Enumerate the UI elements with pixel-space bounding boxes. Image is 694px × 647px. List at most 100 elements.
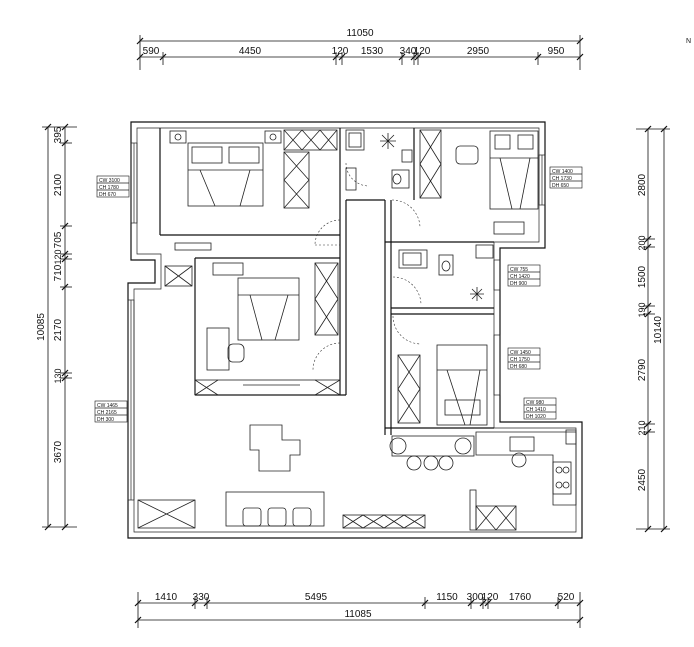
right-dim-label: 2450 [637,468,648,491]
bottom-dim-label: 330 [193,592,210,603]
room-tag-line: CW 1400 [552,169,573,175]
room-tag-line: CW 980 [526,400,544,406]
left-dim-label: 120 [53,249,63,264]
left-dim-label: 3670 [53,440,64,463]
bath-cabinet [345,167,357,191]
bottom-dim-label: 1150 [436,592,458,603]
bottom-dim-label: 120 [482,592,499,603]
bath-cabinet [475,244,494,259]
room-tag-line: CH 2165 [97,410,117,416]
entry-cabinet [164,265,193,287]
room-tag-line: CH 1730 [552,176,572,182]
top-dim-label: 120 [332,46,349,57]
right-dim-label: 200 [637,235,647,250]
north-label: N [686,38,691,45]
door-swing [391,199,421,229]
bottom-dim-label: 300 [467,592,484,603]
window [127,299,135,501]
window [493,259,501,291]
dining-table [389,435,475,471]
wardrobe [283,129,338,209]
room-tag-line: CW 1465 [97,403,118,409]
bottom-dimension-chain: 11085 1410 330 5495 1150 300 120 1760 52… [134,592,584,628]
toilet [391,169,410,189]
wardrobe [397,354,421,424]
left-dim-label: 2170 [53,318,64,341]
top-dim-label: 120 [414,46,431,57]
toilet [438,254,454,276]
top-dim-label: 2950 [467,46,490,57]
room-tag-line: DH 1020 [526,414,546,420]
room-tag-line: DH 300 [97,417,114,423]
right-dim-label: 190 [637,302,647,317]
top-dim-label: 4450 [239,46,262,57]
top-dim-label: 590 [143,46,160,57]
shower-tray [345,129,365,151]
right-dim-label: 210 [637,420,647,435]
door-swing [392,315,422,345]
room-tag-line: CH 1780 [99,185,119,191]
top-dimension-chain: 11050 590 4450 120 1530 340 120 2950 950 [136,28,584,70]
window [493,334,501,396]
bottom-dim-label: 1410 [155,592,178,603]
double-bed [237,277,300,341]
cabinet-strip [194,379,341,396]
room-tag-line: CH 1420 [510,274,530,280]
room-tag-line: DH 670 [99,192,116,198]
room-tag: CW 1400 CH 1730 DH 650 [549,166,583,189]
top-total-label: 11050 [346,28,374,39]
room-tag-line: DH 680 [510,364,527,370]
bench [174,242,212,251]
dresser [212,262,244,276]
room-tag-line: DH 650 [552,183,569,189]
sink [398,249,428,269]
window [130,142,138,224]
armchair [455,145,479,165]
top-dim-label: 340 [400,46,417,57]
left-total-label: 10085 [36,313,47,341]
kitchen-base-cabinet [469,489,517,531]
closet [419,129,442,199]
single-bed [489,130,539,210]
window [538,154,546,206]
left-dim-label: 710 [53,264,64,281]
right-dim-label: 2800 [637,173,648,196]
bottom-dim-label: 1760 [509,592,532,603]
room-tag-line: CW 3100 [99,178,120,184]
bottom-dim-label: 520 [558,592,575,603]
room-tag: CW 755 CH 1420 DH 900 [507,264,541,287]
left-dimension-chain: 10085 395 2100 705 120 710 2170 130 3670 [36,123,77,531]
top-dim-label: 950 [548,46,565,57]
sofa [225,491,325,527]
room-tag-line: CW 755 [510,267,528,273]
single-bed [436,344,488,426]
left-dim-label: 395 [53,126,64,143]
right-dimension-chain: 10140 2800 200 1500 190 2790 210 2450 [636,125,670,533]
shower-head-icon [380,133,396,149]
door-swing [345,162,370,187]
nightstand [264,130,282,144]
room-tag-line: CW 1450 [510,350,531,356]
left-dim-label: 130 [53,368,63,383]
right-dim-label: 1500 [637,265,648,288]
room-tag: CW 1465 CH 2165 DH 300 [94,400,128,423]
chair [227,343,245,363]
tv-cabinet [137,499,196,529]
wardrobe [314,262,339,336]
room-tag-line: CH 1750 [510,357,530,363]
room-tag-line: DH 900 [510,281,527,287]
double-bed [187,142,264,207]
desk [493,221,525,235]
exterior-walls [127,121,583,539]
shower-head-icon [470,287,484,301]
desk [206,327,230,371]
bottom-dim-label: 5495 [305,592,328,603]
right-dim-label: 2790 [637,358,648,381]
room-tag: CW 1450 CH 1750 DH 680 [507,347,541,370]
top-dim-label: 1530 [361,46,384,57]
kitchen-counter [475,429,577,506]
small-cabinet [401,149,413,163]
room-tag-line: CH 1410 [526,407,546,413]
shoe-cabinet [342,514,426,529]
